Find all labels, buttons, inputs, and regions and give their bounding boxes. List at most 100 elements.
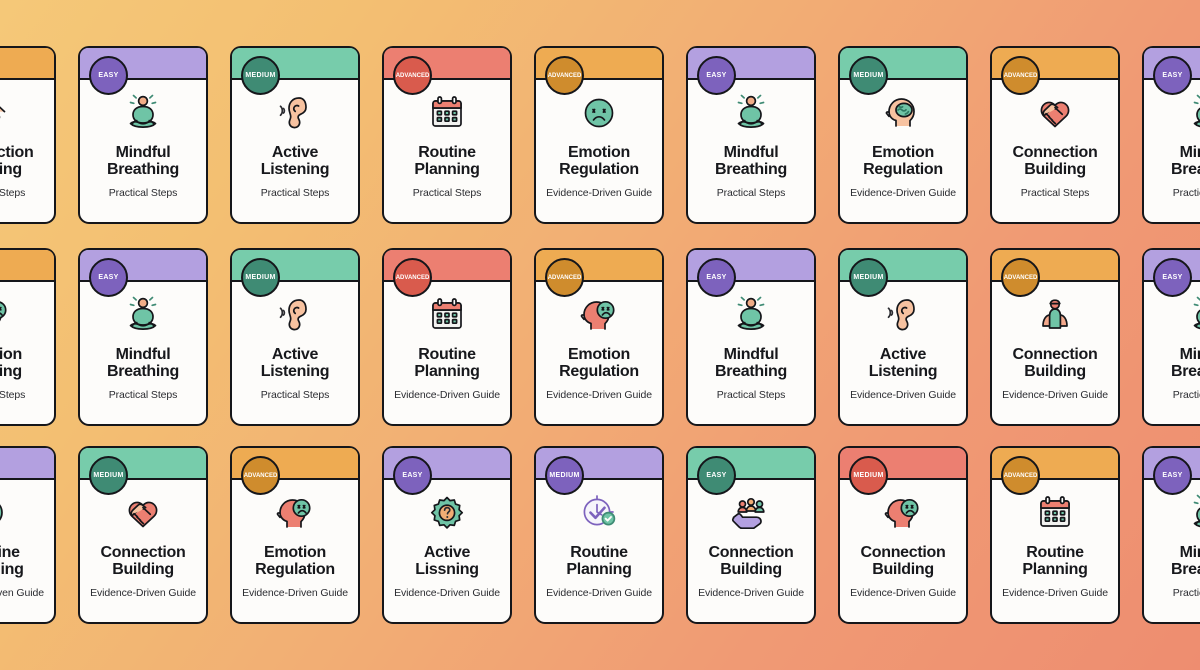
card-subtitle: Evidence-Driven Guide [1002,586,1108,599]
card-title: Mindful Breathing [107,144,179,179]
difficulty-badge[interactable]: MEDIUM [849,258,888,297]
difficulty-badge[interactable]: ADVANCED [1001,258,1040,297]
difficulty-badge-label: EASY [1162,472,1183,479]
meditation-icon [80,282,206,344]
brain-head-icon [840,80,966,142]
difficulty-badge[interactable]: EASY [697,456,736,495]
difficulty-badge-label: ADVANCED [547,274,582,281]
difficulty-badge[interactable]: EASY [89,258,128,297]
difficulty-badge-label: MEDIUM [245,72,276,79]
card-title: Mindful Breathing [1171,144,1200,179]
card-title: Connection Building [708,544,794,579]
ear-icon [840,282,966,344]
difficulty-badge[interactable]: ADVANCED [241,456,280,495]
ear-icon [232,282,358,344]
card-subtitle: Practical Steps [716,388,786,401]
question-badge-icon [384,480,510,542]
card-title: Routine Planning [414,346,480,381]
difficulty-badge-label: EASY [1162,72,1183,79]
difficulty-badge[interactable]: EASY [89,56,128,95]
difficulty-badge[interactable]: ADVANCED [393,258,432,297]
difficulty-badge[interactable]: EASY [697,56,736,95]
head-icon [0,480,54,542]
difficulty-badge[interactable]: EASY [1153,258,1192,297]
difficulty-badge[interactable]: ADVANCED [1001,456,1040,495]
difficulty-badge[interactable]: EASY [393,456,432,495]
ear-icon [232,80,358,142]
card-subtitle: Practical Steps [412,186,482,199]
card-subtitle: Evidence-Driven Guide [546,586,652,599]
card-title: Active Listening [260,144,330,179]
card-title: Active Lissning [415,544,479,579]
meditation-icon [80,80,206,142]
card-title: Emotion Regulation [559,144,639,179]
difficulty-badge[interactable]: MEDIUM [241,56,280,95]
card-subtitle: Practical Steps [260,388,330,401]
card-title: Routine Planning [0,544,24,579]
difficulty-badge[interactable]: MEDIUM [545,456,584,495]
card-title: Routine Planning [566,544,632,579]
card-title: Emotion Building [0,346,22,381]
card-subtitle: Practical Steps [108,388,178,401]
card-subtitle: Evidence-Driven Guide [546,388,652,401]
difficulty-badge[interactable]: MEDIUM [849,456,888,495]
difficulty-badge-label: ADVANCED [395,274,430,281]
card-title: Routine Planning [1022,544,1088,579]
difficulty-badge[interactable]: EASY [1153,56,1192,95]
difficulty-badge[interactable]: EASY [1153,456,1192,495]
card-subtitle: Practical Steps [108,186,178,199]
difficulty-badge[interactable]: ADVANCED [393,56,432,95]
difficulty-badge-label: ADVANCED [1003,472,1038,479]
card-subtitle: Evidence-Driven Guide [0,586,44,599]
calendar-icon [992,480,1118,542]
difficulty-badge[interactable]: MEDIUM [849,56,888,95]
card-subtitle: Evidence-Driven Guide [394,388,500,401]
difficulty-badge[interactable]: ADVANCED [1001,56,1040,95]
difficulty-badge[interactable]: ADVANCED [545,56,584,95]
card-title: Emotion Regulation [559,346,639,381]
difficulty-badge-label: MEDIUM [549,472,580,479]
card-title: Mindful Breathing [107,346,179,381]
difficulty-badge[interactable]: MEDIUM [89,456,128,495]
difficulty-badge-label: ADVANCED [1003,274,1038,281]
card-subtitle: Evidence-Driven Guide [90,586,196,599]
difficulty-badge[interactable]: ADVANCED [545,258,584,297]
difficulty-badge-label: ADVANCED [395,72,430,79]
card-title: Mindful Breathing [715,346,787,381]
head-face-icon [536,282,662,344]
difficulty-badge[interactable]: MEDIUM [241,258,280,297]
difficulty-badge-label: MEDIUM [853,72,884,79]
difficulty-badge[interactable]: EASY [697,258,736,297]
